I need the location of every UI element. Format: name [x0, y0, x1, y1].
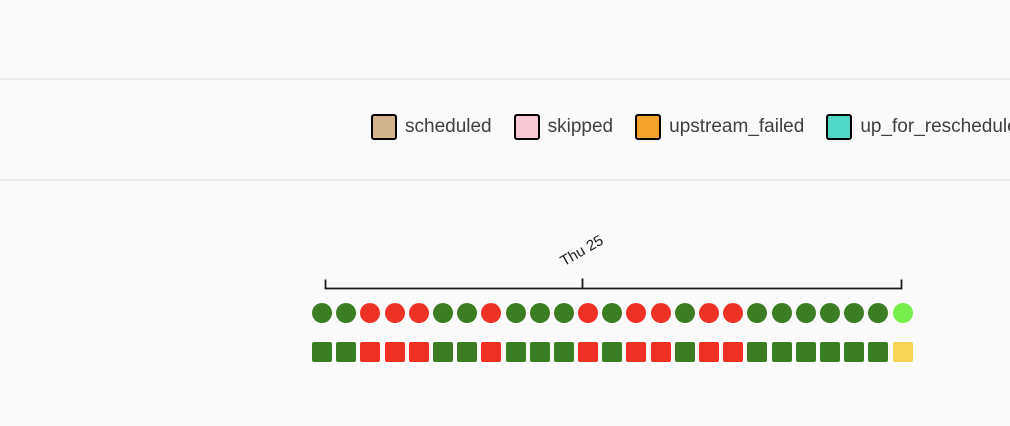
dag-run-status-16-success[interactable] — [674, 303, 695, 323]
dag-run-status-11-success[interactable] — [553, 303, 574, 323]
section-divider-top — [0, 78, 1010, 80]
task-instance-status-9-success[interactable] — [505, 342, 526, 362]
task-instance-status-16-success[interactable] — [674, 342, 695, 362]
task-instance-status-21-success[interactable] — [795, 342, 816, 362]
legend-item-scheduled: scheduled — [371, 114, 492, 140]
task-instance-status-19-success[interactable] — [747, 342, 768, 362]
task-instance-status-3-failed[interactable] — [360, 342, 381, 362]
dag-run-status-22-success[interactable] — [819, 303, 840, 323]
task-instance-status-13-success[interactable] — [602, 342, 623, 362]
task-instance-status-10-success[interactable] — [529, 342, 550, 362]
dag-run-status-12-failed[interactable] — [578, 303, 599, 323]
legend-swatch-upstream_failed — [635, 114, 662, 140]
dag-run-status-4-failed[interactable] — [384, 303, 405, 323]
task-instance-status-6-success[interactable] — [432, 342, 453, 362]
dag-run-status-6-success[interactable] — [432, 303, 453, 323]
task-instance-status-15-failed[interactable] — [650, 342, 671, 362]
task-instance-status-2-success[interactable] — [336, 342, 357, 362]
dag-run-status-1-success[interactable] — [312, 303, 332, 323]
task-instance-status-22-success[interactable] — [819, 342, 840, 362]
task-instance-status-12-failed[interactable] — [578, 342, 599, 362]
dag-run-status-20-success[interactable] — [771, 303, 792, 323]
task-instance-status-23-success[interactable] — [844, 342, 865, 362]
axis-domain-line — [324, 279, 903, 290]
dag-run-row — [312, 303, 913, 323]
section-divider-middle — [0, 179, 1010, 181]
task-instance-status-7-success[interactable] — [457, 342, 478, 362]
task-instance-status-4-failed[interactable] — [384, 342, 405, 362]
dag-run-status-3-failed[interactable] — [360, 303, 381, 323]
task-instance-status-11-success[interactable] — [553, 342, 574, 362]
axis-tick-label: Thu 25 — [557, 231, 607, 270]
task-instance-status-24-success[interactable] — [868, 342, 889, 362]
task-instance-status-1-success[interactable] — [312, 342, 332, 362]
legend-swatch-up_for_reschedule — [826, 114, 853, 140]
dag-run-status-2-success[interactable] — [336, 303, 357, 323]
legend-swatch-skipped — [513, 114, 540, 140]
dag-run-status-15-failed[interactable] — [650, 303, 671, 323]
dag-run-status-13-success[interactable] — [602, 303, 623, 323]
dag-run-status-10-success[interactable] — [529, 303, 550, 323]
task-instance-status-25-up_for_retry[interactable] — [892, 342, 913, 362]
legend: scheduled skipped upstream_failed up_for_re… — [371, 114, 1010, 140]
dag-run-status-5-failed[interactable] — [408, 303, 429, 323]
legend-item-up_for_reschedule: up_for_reschedule — [826, 114, 1010, 140]
legend-label-scheduled: scheduled — [405, 116, 492, 137]
dag-run-status-7-success[interactable] — [457, 303, 478, 323]
task-instance-status-5-failed[interactable] — [408, 342, 429, 362]
dag-run-status-17-failed[interactable] — [699, 303, 719, 323]
task-instance-status-14-failed[interactable] — [626, 342, 647, 362]
dag-run-status-25-running[interactable] — [892, 303, 913, 323]
dag-run-status-18-failed[interactable] — [723, 303, 744, 323]
dag-run-status-9-success[interactable] — [505, 303, 526, 323]
legend-label-up_for_reschedule: up_for_reschedule — [860, 116, 1010, 137]
dag-run-status-8-failed[interactable] — [481, 303, 502, 323]
task-instance-row — [312, 342, 913, 362]
task-instance-status-17-failed[interactable] — [699, 342, 719, 362]
dag-run-status-21-success[interactable] — [795, 303, 816, 323]
dag-run-status-19-success[interactable] — [747, 303, 768, 323]
legend-swatch-scheduled — [371, 114, 397, 140]
legend-item-upstream_failed: upstream_failed — [635, 114, 804, 140]
legend-item-skipped: skipped — [513, 114, 614, 140]
dag-run-status-23-success[interactable] — [844, 303, 865, 323]
task-instance-status-18-failed[interactable] — [723, 342, 744, 362]
dag-run-status-14-failed[interactable] — [626, 303, 647, 323]
task-instance-status-8-failed[interactable] — [481, 342, 502, 362]
task-instance-status-20-success[interactable] — [771, 342, 792, 362]
dag-run-status-24-success[interactable] — [868, 303, 889, 323]
legend-label-upstream_failed: upstream_failed — [669, 116, 805, 137]
legend-label-skipped: skipped — [547, 116, 614, 137]
